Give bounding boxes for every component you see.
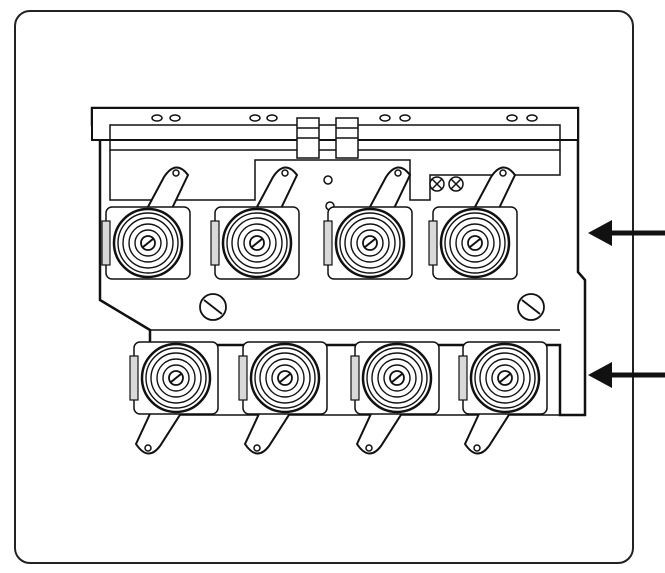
- housing-side: [428, 220, 438, 266]
- arrow-lower: [588, 362, 665, 388]
- arm-hole: [253, 444, 261, 452]
- housing-side: [323, 220, 333, 266]
- screw-slot: [391, 373, 403, 383]
- housing-side: [129, 355, 139, 401]
- upper-tension-unit-3: [323, 166, 413, 280]
- screw-slot: [364, 238, 376, 248]
- top-screw-holes: [151, 114, 538, 122]
- arm-hole: [365, 444, 373, 452]
- arm-hole: [394, 169, 402, 177]
- upper-tension-unit-1: [101, 166, 191, 280]
- screw-slot: [499, 373, 511, 383]
- arm-hole: [144, 444, 152, 452]
- housing-side: [210, 220, 220, 266]
- arm-hole: [499, 169, 507, 177]
- screw-slot: [170, 373, 182, 383]
- arrow-upper: [588, 220, 665, 246]
- housing-side: [238, 355, 248, 401]
- upper-tension-unit-2: [210, 166, 300, 280]
- housing-side: [101, 220, 111, 266]
- tube-fittings: [296, 117, 359, 159]
- lower-tension-unit-4: [458, 341, 548, 455]
- top-rail: [91, 107, 579, 141]
- lower-tension-unit-1: [129, 341, 219, 455]
- housing-side: [350, 355, 360, 401]
- arm-hole: [281, 169, 289, 177]
- arm-hole: [172, 169, 180, 177]
- housing-side: [458, 355, 468, 401]
- upper-tension-row: [101, 166, 518, 280]
- plate-hole: [323, 175, 333, 185]
- lower-tension-row: [129, 341, 548, 455]
- screw-slot: [142, 238, 154, 248]
- upper-tension-unit-4: [428, 166, 518, 280]
- lower-tension-unit-2: [238, 341, 328, 455]
- screw-slot: [279, 373, 291, 383]
- mounting-screws: [199, 293, 545, 321]
- screw-slot: [251, 238, 263, 248]
- lower-tension-unit-3: [350, 341, 440, 455]
- twin-screws: [429, 176, 464, 192]
- arm-hole: [473, 444, 481, 452]
- screw-slot: [469, 238, 481, 248]
